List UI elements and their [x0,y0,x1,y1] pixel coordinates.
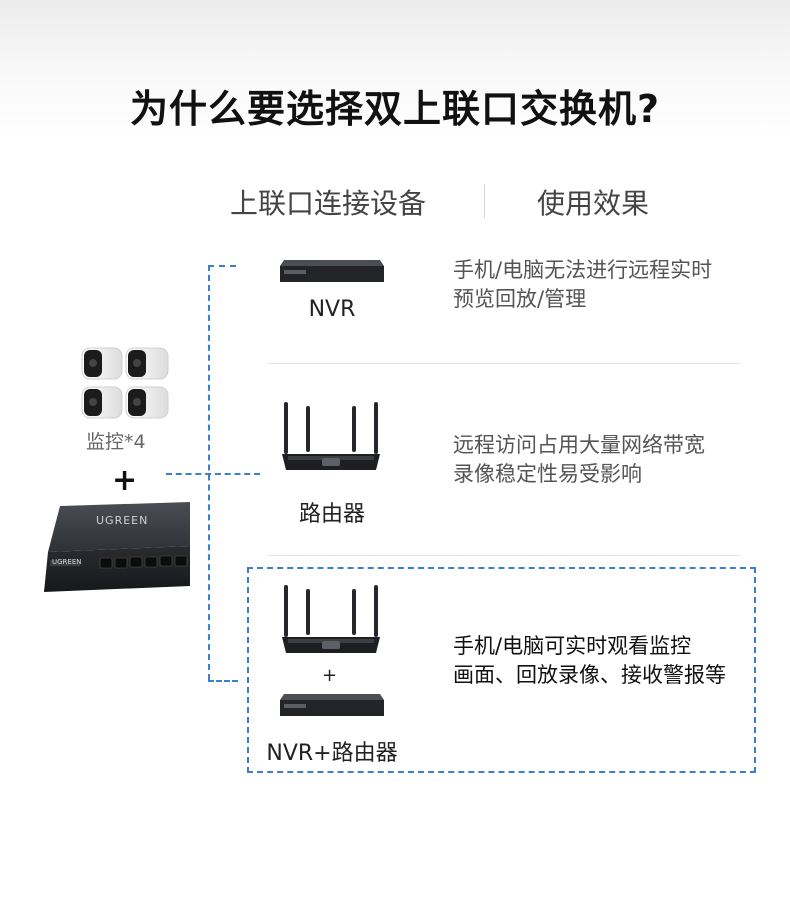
recommended-highlight-box [247,567,756,773]
device-label-nvr-router: NVR+路由器 [266,741,398,766]
switch-brand-logo-small: UGREEN [52,558,82,566]
column-header-uplink-devices: 上联口连接设备 [230,187,427,220]
device-label-nvr: NVR [308,297,356,322]
router-icon [282,585,380,653]
poe-switch-icon [44,502,190,592]
effect-description-router: 远程访问占用大量网络带宽 录像稳定性易受影响 [453,433,705,486]
column-header-effect: 使用效果 [537,187,650,220]
switch-brand-logo: UGREEN [96,514,149,527]
nvr-icon [280,694,384,716]
camera-group-icon [81,347,169,419]
camera-icon [125,386,169,419]
row-separator [267,555,740,556]
column-divider [484,184,485,218]
plus-sign: + [112,463,138,498]
connector-line-vertical [208,265,210,680]
effect-description-nvr-router: 手机/电脑可实时观看监控 画面、回放录像、接收警报等 [453,634,726,687]
row-separator [267,363,740,364]
camera-count-label: 监控*4 [86,431,146,453]
connector-line-middle [166,473,260,475]
camera-icon [125,347,169,380]
camera-icon [81,347,123,380]
plus-sign-small: + [322,665,338,686]
connector-line-bottom [208,680,238,682]
page-title: 为什么要选择双上联口交换机? [129,87,661,131]
router-icon [282,402,380,470]
connector-line-top [208,265,236,267]
nvr-icon [280,260,384,282]
camera-icon [81,386,123,419]
effect-description-nvr: 手机/电脑无法进行远程实时 预览回放/管理 [453,258,713,311]
device-label-router: 路由器 [298,502,365,527]
